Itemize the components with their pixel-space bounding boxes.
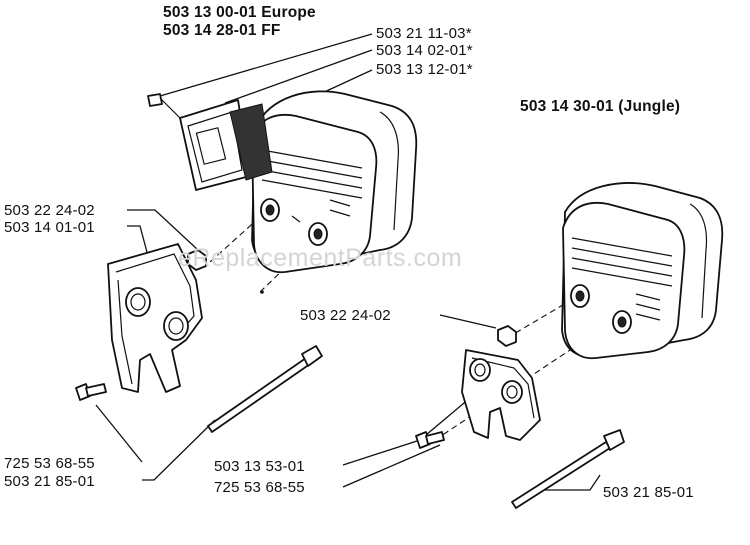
title-ff: 503 14 28-01 FF [163,22,281,39]
muffler-jungle [561,182,724,360]
part-label: 725 53 68-55 [4,455,95,472]
bolt-right [511,429,625,509]
part-label: 503 21 85-01 [603,484,694,501]
part-label: 503 13 12-01* [376,61,473,78]
screw-right [415,431,445,449]
part-label: 503 22 24-02 [4,202,95,219]
part-label: 503 14 01-01 [4,219,95,236]
marker-dot [260,290,264,294]
part-label: 503 21 85-01 [4,473,95,490]
title-europe: 503 13 00-01 Europe [163,4,316,21]
part-label: 503 21 11-03* [376,25,472,42]
nut-right [497,325,517,347]
part-label: 503 14 02-01* [376,42,473,59]
part-label: 725 53 68-55 [214,479,305,496]
nut-left [187,249,207,271]
bolt-left [207,345,323,433]
heat-shield-right [461,349,541,441]
screw-left [75,383,107,401]
watermark: eReplacementParts.com [178,244,463,272]
title-jungle: 503 14 30-01 (Jungle) [520,98,681,115]
heat-shield-left [107,243,203,393]
part-label: 503 13 53-01 [214,458,305,475]
part-label: 503 22 24-02 [300,307,391,324]
gasket-plate [147,93,273,191]
muffler-europe [251,90,418,274]
